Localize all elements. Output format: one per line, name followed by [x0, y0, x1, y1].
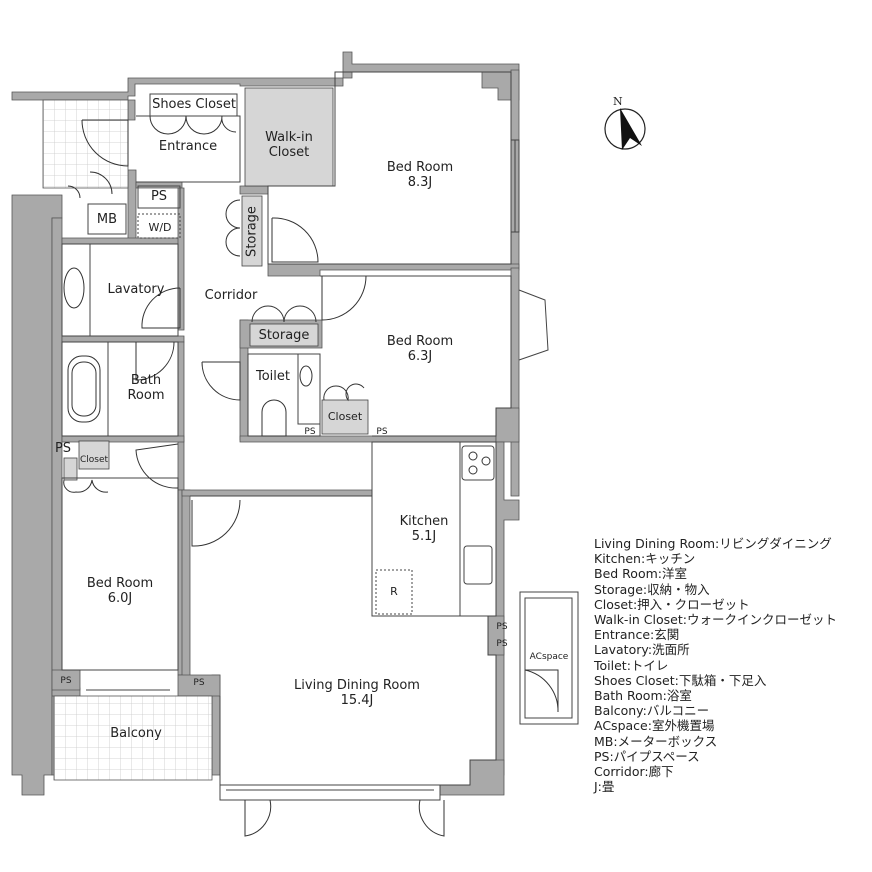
- label-ps-kitchen-1: PS: [496, 622, 508, 632]
- walls: [11, 51, 520, 796]
- label-ps-kitchen-2: PS: [496, 639, 508, 649]
- living-dining-size: 15.4J: [340, 693, 374, 708]
- label-closet-left: Closet: [79, 455, 109, 465]
- label-refrigerator: R: [390, 585, 398, 598]
- bath-line1: Bath: [130, 373, 162, 388]
- label-ps-left: PS: [54, 441, 72, 456]
- living-dining-name: Living Dining Room: [294, 678, 420, 693]
- label-ps-toilet: PS: [304, 427, 316, 437]
- legend-item: J:畳: [594, 779, 615, 795]
- legend-item: Living Dining Room:リビングダイニング: [594, 536, 832, 551]
- room-outlines: [61, 71, 579, 801]
- label-shoes-closet: Shoes Closet: [152, 97, 236, 112]
- label-ps-closet: PS: [376, 427, 388, 437]
- label-kitchen: Kitchen 5.1J: [376, 514, 472, 544]
- legend-item: Lavatory:洗面所: [594, 642, 690, 658]
- label-balcony: Balcony: [110, 726, 162, 741]
- legend-item: Entrance:玄関: [594, 627, 680, 643]
- label-lavatory: Lavatory: [107, 282, 165, 297]
- walk-in-line1: Walk-in: [265, 130, 313, 145]
- label-walk-in-closet: Walk-in Closet: [246, 130, 332, 160]
- closet-fills: [63, 87, 369, 481]
- bed-room-1-size: 8.3J: [407, 175, 433, 190]
- label-acspace: ACspace: [529, 652, 569, 662]
- legend-item: Shoes Closet:下駄箱・下足入: [594, 672, 767, 688]
- label-bed-room-6-3: Bed Room 6.3J: [370, 334, 470, 364]
- kitchen-name: Kitchen: [399, 514, 449, 529]
- kitchen-size: 5.1J: [411, 529, 437, 544]
- north-label: N: [613, 95, 623, 108]
- compass-icon: N: [604, 95, 646, 150]
- legend-item: Storage:収納・物入: [594, 581, 710, 597]
- fixtures: [63, 267, 491, 475]
- label-corridor: Corridor: [204, 288, 258, 303]
- label-closet-center: Closet: [327, 410, 363, 423]
- legend-item: MB:メーターボックス: [594, 733, 718, 749]
- legend-item: Bed Room:洋室: [594, 566, 687, 582]
- label-living-dining: Living Dining Room 15.4J: [282, 678, 432, 708]
- entry-porch-tile: [42, 99, 129, 189]
- bed-room-3-size: 6.0J: [107, 591, 133, 606]
- bath-line2: Room: [127, 388, 165, 403]
- label-mb: MB: [96, 212, 118, 227]
- legend-item: ACspace:室外機置場: [594, 718, 715, 734]
- legend-item: Corridor:廊下: [594, 764, 674, 780]
- legend-item: PS:パイプスペース: [594, 748, 700, 764]
- legend: Living Dining Room:リビングダイニング Kitchen:キッチ…: [594, 536, 837, 794]
- label-ps-entrance: PS: [150, 189, 168, 204]
- bed-room-1-name: Bed Room: [386, 160, 454, 175]
- bed-room-2-name: Bed Room: [386, 334, 454, 349]
- legend-item: Closet:押入・クローゼット: [594, 596, 750, 612]
- label-ps-bed3: PS: [60, 676, 72, 686]
- label-bed-room-8-3: Bed Room 8.3J: [370, 160, 470, 190]
- legend-item: Bath Room:浴室: [594, 688, 692, 704]
- walk-in-line2: Closet: [268, 145, 310, 160]
- label-toilet: Toilet: [255, 369, 290, 384]
- label-bed-room-6-0: Bed Room 6.0J: [70, 576, 170, 606]
- label-entrance: Entrance: [158, 139, 218, 154]
- label-bath-room: Bath Room: [114, 373, 178, 403]
- legend-item: Kitchen:キッチン: [594, 551, 696, 567]
- label-storage-vertical: Storage: [244, 206, 260, 257]
- legend-item: Walk-in Closet:ウォークインクローゼット: [594, 612, 837, 628]
- label-storage-center: Storage: [258, 328, 310, 343]
- bed-room-2-size: 6.3J: [407, 349, 433, 364]
- balcony-tile: [53, 695, 213, 781]
- label-wd: W/D: [148, 221, 172, 234]
- door-swings: [63, 115, 559, 837]
- bed-room-3-name: Bed Room: [86, 576, 154, 591]
- legend-item: Toilet:トイレ: [594, 657, 669, 673]
- legend-item: Balcony:バルコニー: [594, 703, 710, 719]
- label-ps-balcony: PS: [193, 678, 205, 688]
